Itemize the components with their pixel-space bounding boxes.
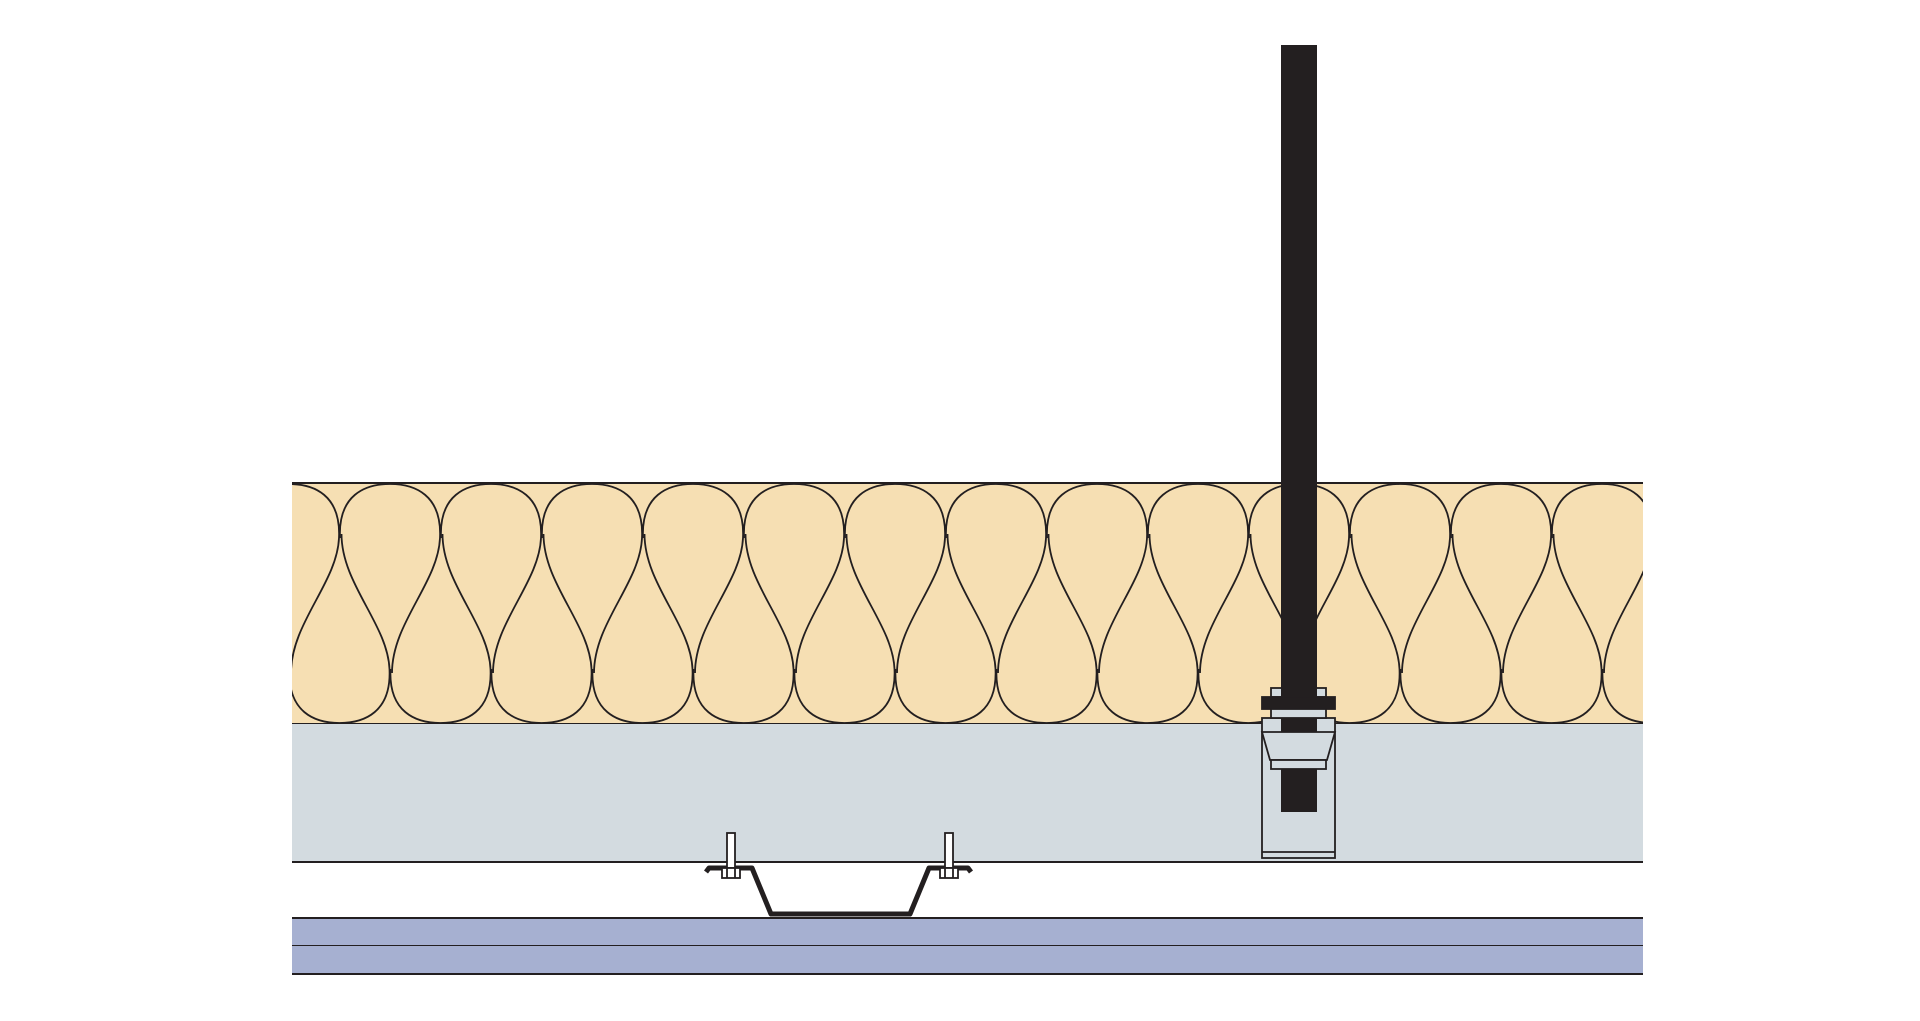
insulation-loop	[292, 483, 340, 672]
insulation-loop	[1754, 484, 1854, 673]
insulation-loop	[1349, 483, 1451, 674]
insulation-loop	[292, 533, 391, 724]
furring-channel	[704, 832, 973, 917]
insulation-loop	[1601, 668, 1643, 724]
insulation-loop	[1450, 483, 1552, 674]
insulation-loop	[692, 533, 795, 724]
insulation-loop	[844, 483, 946, 674]
concrete-slab-layer	[292, 724, 1643, 863]
insulation-loop	[490, 533, 593, 724]
insulation-loop	[1804, 534, 1904, 723]
threaded-hanger-rod	[1281, 45, 1317, 812]
insulation-loop	[894, 533, 997, 724]
insulation-loop	[1500, 533, 1603, 724]
insulation-loop	[743, 483, 845, 674]
insulation-loop	[1096, 533, 1199, 724]
plasterboard-layer-lower	[292, 946, 1643, 975]
insulation-loop	[138, 484, 238, 673]
insulation-loop	[945, 483, 1047, 674]
insulation-loop	[1551, 483, 1643, 674]
insulation-loop	[389, 533, 492, 724]
insulation-loop-pattern	[138, 483, 1904, 724]
channel-clip-right	[939, 832, 959, 879]
insulation-loop	[591, 533, 694, 724]
insulation-loop	[440, 483, 542, 674]
mineral-wool-insulation-layer	[138, 482, 1904, 725]
insulation-loop	[1399, 533, 1502, 724]
plasterboard-layer-upper	[292, 917, 1643, 947]
insulation-loop	[995, 533, 1098, 724]
insulation-loop	[1703, 534, 1803, 723]
channel-clip-left	[721, 832, 741, 879]
insulation-loop	[339, 483, 441, 674]
insulation-loop	[1653, 484, 1753, 673]
insulation-loop	[642, 483, 744, 674]
insulation-loop	[188, 534, 288, 723]
insulation-loop	[541, 483, 643, 674]
insulation-loop	[1248, 483, 1350, 674]
insulation-loop	[793, 533, 896, 724]
insulation-loop	[1046, 483, 1148, 674]
insulation-loop	[1147, 483, 1249, 674]
